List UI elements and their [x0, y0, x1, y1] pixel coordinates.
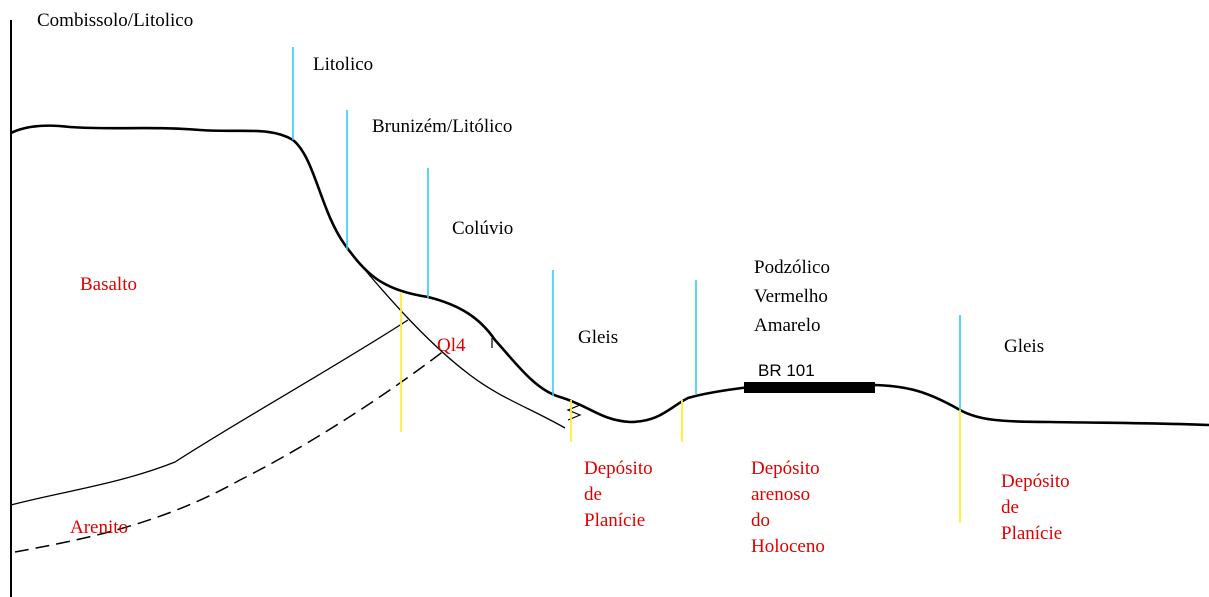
label-line: Depósito — [751, 458, 820, 479]
label-br101: BR 101 — [758, 361, 815, 380]
label-podzolico-line3: Amarelo — [754, 315, 821, 336]
label-line: Planície — [584, 510, 646, 531]
arenite-dashed-contact — [14, 349, 446, 553]
label-combissolo-litolico: Combissolo/Litolico — [37, 10, 194, 31]
small-mark — [566, 399, 582, 421]
label-line: Planície — [1001, 523, 1063, 544]
label-arenito: Arenito — [70, 517, 129, 538]
label-line: de — [1001, 497, 1019, 518]
label-line: de — [584, 484, 602, 505]
terrain-profile-line — [10, 124, 1209, 427]
label-podzolico-line1: Podzólico — [754, 257, 830, 278]
label-gleis-2: Gleis — [1004, 336, 1045, 357]
label-line: arenoso — [751, 484, 811, 505]
label-line: Depósito — [584, 458, 653, 479]
label-coluvio: Colúvio — [452, 218, 514, 239]
road-body — [744, 382, 875, 393]
label-litolico: Litolico — [313, 54, 374, 75]
label-deposito-planicie-2: Depósito de Planície — [1001, 469, 1070, 547]
label-line: do — [751, 510, 770, 531]
label-brunizem-litolico: Brunizém/Litólico — [372, 116, 513, 137]
label-basalto: Basalto — [80, 274, 137, 295]
label-ql4: Ql4 — [437, 335, 466, 356]
colluvium-base-contact — [354, 257, 566, 429]
label-deposito-arenoso: Depósito arenoso do Holoceno — [751, 456, 825, 560]
label-podzolico-line2: Vermelho — [754, 286, 828, 307]
label-line: Depósito — [1001, 471, 1070, 492]
basalt-arenite-contact — [10, 319, 409, 506]
label-deposito-planicie-1: Depósito de Planície — [584, 456, 653, 534]
label-line: Holoceno — [751, 536, 825, 557]
label-gleis-1: Gleis — [578, 327, 619, 348]
